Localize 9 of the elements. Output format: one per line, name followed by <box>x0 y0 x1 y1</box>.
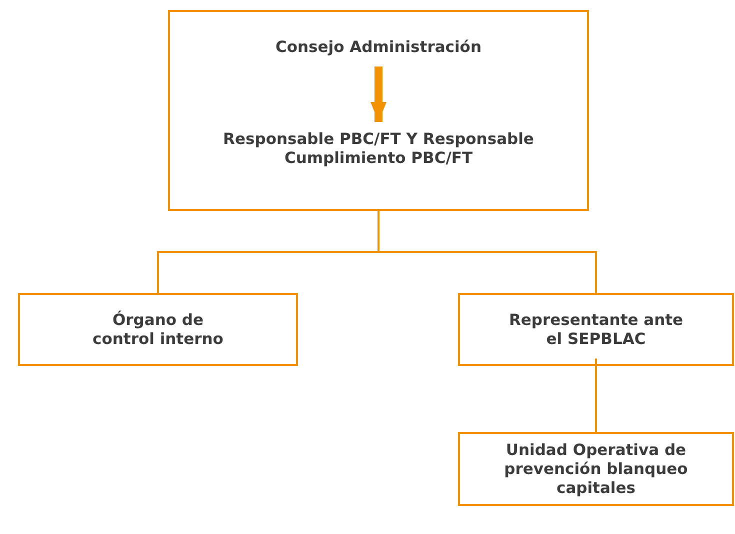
group-box <box>168 10 589 211</box>
org-box: Órgano de control interno <box>18 293 298 366</box>
arrow <box>370 66 386 122</box>
connector-line <box>595 358 597 432</box>
role-text: Consejo Administración <box>170 34 587 60</box>
role-text: Responsable PBC/FT Y Responsable Cumplimiento PBC/FT <box>170 116 587 182</box>
org-box: Representante ante el SEPBLAC <box>458 293 734 366</box>
org-box: Unidad Operativa de prevención blanqueo capitales <box>458 432 734 506</box>
connector-line <box>378 211 597 293</box>
